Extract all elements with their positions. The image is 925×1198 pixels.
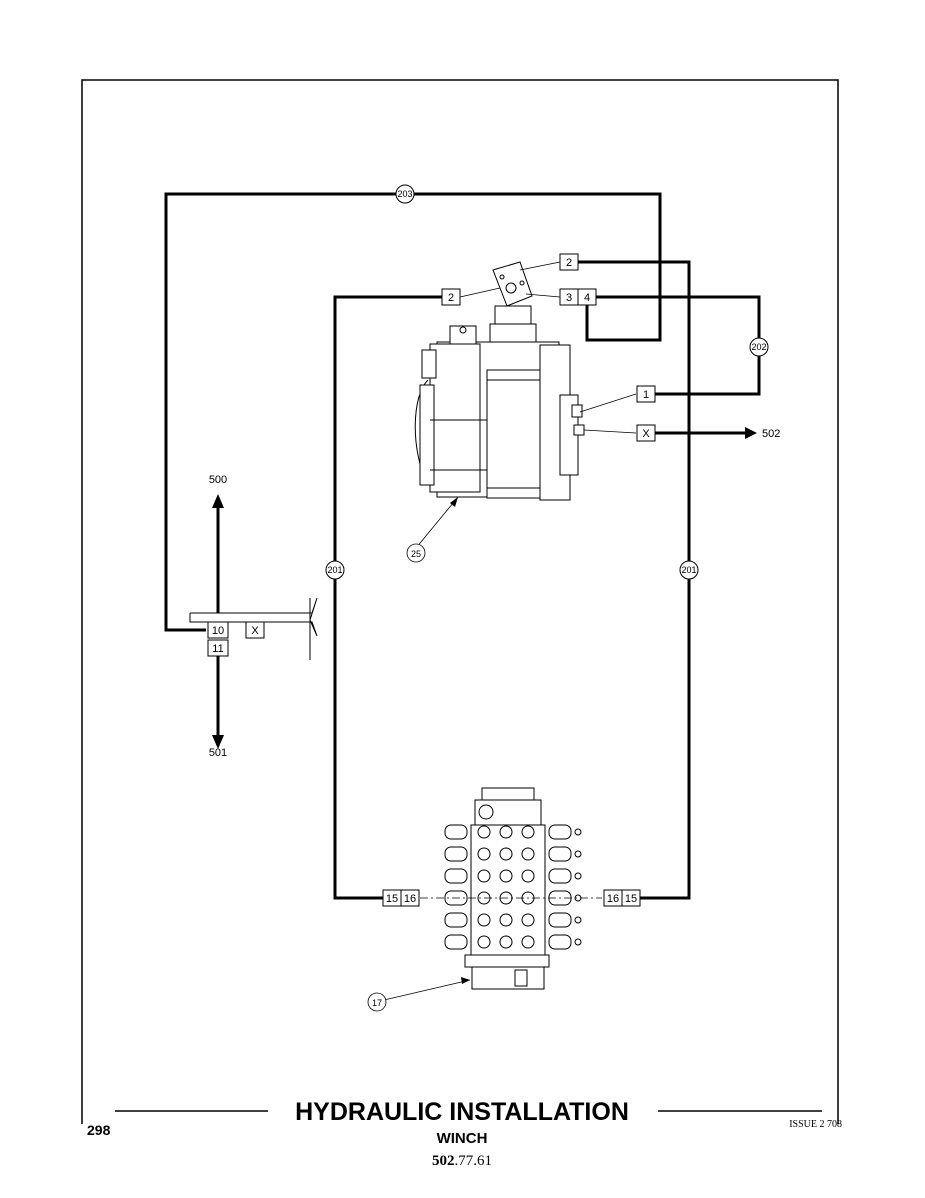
page-frame xyxy=(81,79,839,1124)
issue-label: ISSUE 2 708 xyxy=(789,1119,842,1130)
valve-spool-cap-2 xyxy=(574,850,582,858)
winch-motor-neck xyxy=(494,305,532,325)
hose-ref-203: 203 xyxy=(395,184,415,204)
svg-text:201: 201 xyxy=(327,565,342,575)
svg-text:16: 16 xyxy=(404,893,416,905)
port-motor-4: 4 xyxy=(577,288,597,306)
valve-port-hole xyxy=(521,935,535,949)
hose-ref-201-left: 201 xyxy=(325,560,345,580)
valve-port-hole xyxy=(521,869,535,883)
svg-text:203: 203 xyxy=(397,189,412,199)
port-valve-right-15: 15 xyxy=(621,889,641,907)
port-motor-top: 2 xyxy=(559,253,579,271)
svg-text:2: 2 xyxy=(448,292,454,304)
valve-spool-left-1 xyxy=(444,824,468,840)
hose-ref-201-right: 201 xyxy=(679,560,699,580)
svg-text:202: 202 xyxy=(751,342,766,352)
svg-text:11: 11 xyxy=(212,643,223,655)
hose-201-left-line xyxy=(333,295,442,900)
valve-spool-cap-3 xyxy=(574,872,582,880)
port-swivel-10: 10 xyxy=(207,621,229,639)
arrow-502 xyxy=(745,427,757,439)
valve-port-hole xyxy=(521,913,535,927)
winch-leaders xyxy=(415,261,637,549)
svg-text:15: 15 xyxy=(386,893,398,905)
valve-port-hole xyxy=(521,847,535,861)
arrow-501 xyxy=(212,735,224,749)
svg-text:1: 1 xyxy=(643,389,649,401)
component-ref-valve: 17 xyxy=(367,992,387,1012)
valve-spool-right-3 xyxy=(548,868,572,884)
valve-leader-arrow xyxy=(461,977,470,984)
hose-ref-202: 202 xyxy=(749,337,769,357)
valve-leader xyxy=(383,979,471,1001)
control-valve xyxy=(464,787,550,990)
svg-text:X: X xyxy=(251,625,259,637)
valve-spool-cap-6 xyxy=(574,938,582,946)
hose-202-line xyxy=(596,295,761,396)
page-reference: 502.77.61 xyxy=(432,1153,492,1169)
port-motor-3: 3 xyxy=(559,288,579,306)
valve-spool-right-5 xyxy=(548,912,572,928)
svg-text:2: 2 xyxy=(566,257,572,269)
hose-203-line xyxy=(164,192,662,632)
component-ref-winch: 25 xyxy=(406,543,426,563)
valve-port-hole xyxy=(499,935,513,949)
valve-spool-cap-1 xyxy=(574,828,582,836)
svg-text:4: 4 xyxy=(584,292,590,304)
valve-port-hole xyxy=(499,847,513,861)
svg-text:3: 3 xyxy=(566,292,572,304)
page-title: HYDRAULIC INSTALLATION xyxy=(295,1098,629,1126)
valve-port-hole xyxy=(477,913,491,927)
winch-drum xyxy=(486,369,544,499)
valve-port-hole xyxy=(477,825,491,839)
valve-spool-right-1 xyxy=(548,824,572,840)
page-subtitle: WINCH xyxy=(437,1130,488,1147)
dest-502: 502 xyxy=(762,428,780,440)
valve-spool-right-2 xyxy=(548,846,572,862)
valve-spool-left-5 xyxy=(444,912,468,928)
port-swivel-11: 11 xyxy=(207,639,229,657)
port-winch-1: 1 xyxy=(636,385,656,403)
winch-assembly xyxy=(414,261,585,501)
port-winch-x: X xyxy=(636,424,656,442)
dest-501: 501 xyxy=(209,747,227,759)
port-valve-right-16: 16 xyxy=(603,889,623,907)
svg-text:25: 25 xyxy=(411,549,421,559)
winch-leader-arrow xyxy=(450,497,458,507)
valve-spool-right-6 xyxy=(548,934,572,950)
svg-text:201: 201 xyxy=(681,565,696,575)
hose-lines xyxy=(164,192,761,900)
svg-text:X: X xyxy=(642,428,650,440)
svg-text:15: 15 xyxy=(625,893,637,905)
valve-spool-cap-5 xyxy=(574,916,582,924)
port-motor-left: 2 xyxy=(441,288,461,306)
valve-port-hole xyxy=(499,869,513,883)
valve-port-hole xyxy=(477,847,491,861)
arrow-500 xyxy=(212,494,224,508)
hose-201-right-line xyxy=(578,260,691,900)
port-valve-left-16: 16 xyxy=(400,889,420,907)
valve-port-hole xyxy=(521,825,535,839)
valve-spool-left-3 xyxy=(444,868,468,884)
svg-text:10: 10 xyxy=(212,625,224,637)
valve-port-hole xyxy=(499,913,513,927)
valve-port-hole xyxy=(477,935,491,949)
svg-text:17: 17 xyxy=(372,998,382,1008)
dest-500: 500 xyxy=(209,474,227,486)
port-swivel-x: X xyxy=(245,621,265,639)
svg-text:16: 16 xyxy=(607,893,619,905)
page-number: 298 xyxy=(87,1122,111,1138)
valve-port-hole xyxy=(499,825,513,839)
port-valve-left-15: 15 xyxy=(382,889,402,907)
valve-spool-left-6 xyxy=(444,934,468,950)
valve-spool-left-2 xyxy=(444,846,468,862)
valve-port-hole xyxy=(477,869,491,883)
